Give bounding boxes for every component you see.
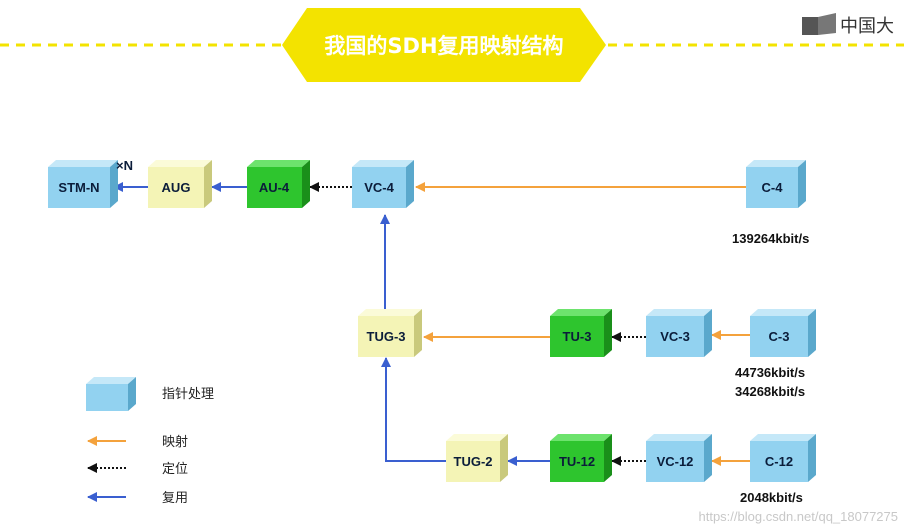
box-c3: C-3 [750, 309, 816, 357]
box-label-stm-n: STM-N [58, 180, 99, 195]
rate-c12: 2048kbit/s [740, 490, 803, 505]
arrow-tug2-tug3 [381, 357, 446, 462]
title-banner [282, 8, 606, 82]
box-label-tug2: TUG-2 [454, 454, 493, 469]
boxes: STM-N AUG AU-4 VC-4 C-4 [48, 160, 816, 482]
arrows [113, 182, 750, 466]
box-c4: C-4 [746, 160, 806, 208]
box-label-tug3: TUG-3 [367, 329, 406, 344]
box-label-vc3: VC-3 [660, 329, 690, 344]
box-label-vc12: VC-12 [657, 454, 694, 469]
box-tu3: TU-3 [550, 309, 612, 357]
box-label-vc4: VC-4 [364, 180, 394, 195]
box-label-au4: AU-4 [259, 180, 290, 195]
legend-mapping-label: 映射 [162, 434, 188, 450]
legend: 指针处理 映射 定位 复用 [86, 377, 214, 506]
box-vc12: VC-12 [646, 434, 712, 482]
rate-c3-line2: 34268kbit/s [735, 384, 805, 399]
box-label-aug: AUG [162, 180, 191, 195]
box-stm-n: STM-N [48, 160, 118, 208]
watermark: https://blog.csdn.net/qq_18077275 [699, 509, 899, 524]
box-label-c12: C-12 [765, 454, 793, 469]
box-label-c3: C-3 [769, 329, 790, 344]
rate-c4: 139264kbit/s [732, 231, 809, 246]
legend-multiplexing-label: 复用 [162, 491, 188, 506]
box-label-c4: C-4 [762, 180, 784, 195]
brand-text: 中国大 [840, 16, 894, 37]
box-c12: C-12 [750, 434, 816, 482]
box-aug: AUG [148, 160, 212, 208]
legend-pointer-box [86, 377, 136, 411]
book-icon [802, 17, 818, 35]
box-label-tu3: TU-3 [563, 329, 592, 344]
box-vc4: VC-4 [352, 160, 414, 208]
legend-pointer-label: 指针处理 [162, 387, 214, 402]
box-tu12: TU-12 [550, 434, 612, 482]
page-title: 我国的SDH复用映射结构 [324, 34, 563, 58]
box-label-tu12: TU-12 [559, 454, 595, 469]
rate-c3-line1: 44736kbit/s [735, 365, 805, 380]
multiplier-label: ×N [116, 158, 133, 173]
box-au4: AU-4 [247, 160, 310, 208]
legend-aligning-label: 定位 [162, 462, 188, 477]
box-vc3: VC-3 [646, 309, 712, 357]
brand-logo: 中国大 [802, 13, 894, 37]
box-tug3: TUG-3 [358, 309, 422, 357]
box-tug2: TUG-2 [446, 434, 508, 482]
